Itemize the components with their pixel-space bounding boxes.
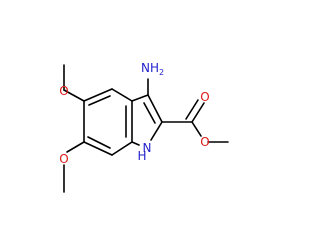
bond-c3a-c3 xyxy=(131,94,149,102)
amino-label: NH2 xyxy=(141,61,164,77)
bond-c5-c4 xyxy=(83,88,113,102)
bond-c7-c6-inner xyxy=(87,136,111,149)
structure-svg: NH2 N H O O O O xyxy=(59,61,229,193)
bond-c4-c3a xyxy=(111,88,133,102)
methoxy-top-o-label: O xyxy=(59,84,68,98)
bond-c-o-double-b xyxy=(185,99,199,120)
bond-c7a-c7 xyxy=(111,141,133,156)
bond-c-o-double-a xyxy=(191,102,205,123)
bond-c6-o xyxy=(66,141,85,153)
ester-o-label: O xyxy=(200,135,209,149)
bond-c5-o xyxy=(63,89,85,102)
molecule-diagram: NH2 N H O O O O xyxy=(59,61,229,193)
carbonyl-o-label: O xyxy=(200,90,209,104)
indole-n-label: N xyxy=(143,141,152,155)
bond-c5-c4-inner xyxy=(88,95,111,106)
indole-h-label: H xyxy=(137,149,146,163)
bond-c3-c2-inner xyxy=(143,102,156,124)
bond-n1-c7a xyxy=(131,141,140,146)
bond-c2-n1 xyxy=(150,121,163,141)
bond-c3-c2 xyxy=(147,94,163,123)
bond-c7-c6 xyxy=(83,141,113,156)
methoxy-bottom-o-label: O xyxy=(59,152,68,166)
bond-c-o-single xyxy=(191,121,202,137)
